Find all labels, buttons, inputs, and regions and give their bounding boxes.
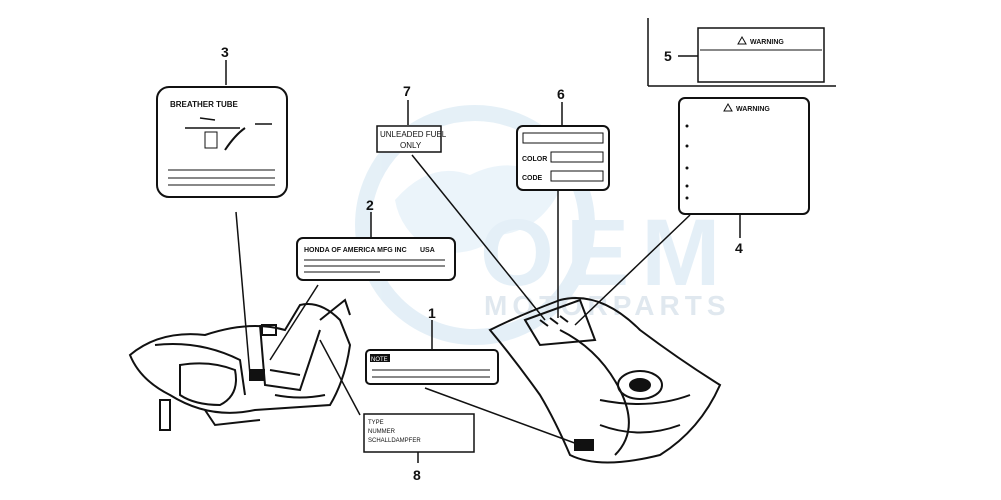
- callout-7: 7: [403, 83, 411, 99]
- nummer-text: NUMMER: [368, 429, 396, 435]
- label-1-tag: NOTE: [371, 357, 388, 363]
- fuel-tank-illustration: [488, 297, 722, 464]
- label-8: TYPE NUMMER SCHALLDAMPFER: [363, 413, 475, 453]
- callout-8: 8: [413, 467, 421, 483]
- watermark-globe-icon: [355, 105, 595, 345]
- frame-illustration: [128, 298, 352, 431]
- type-text: TYPE: [368, 420, 384, 426]
- schalldampfer-text: SCHALLDAMPFER: [368, 438, 421, 444]
- code-text: CODE: [522, 175, 543, 182]
- callout-3: 3: [221, 44, 229, 60]
- label-color-code: COLOR CODE: [516, 125, 610, 191]
- callout-numbers: 1 2 3 4 5 6 7 8: [221, 44, 743, 483]
- label-honda-america: HONDA OF AMERICA MFG INC USA: [296, 237, 456, 281]
- warning-triangle-icon-4: [723, 102, 733, 112]
- breather-tube-text: BREATHER TUBE: [170, 100, 239, 109]
- label-1: NOTE: [365, 349, 499, 385]
- warning-triangle-icon: [737, 35, 747, 45]
- label-warning-5: WARNING: [697, 27, 825, 83]
- callout-6: 6: [557, 86, 565, 102]
- callout-1: 1: [428, 305, 436, 321]
- leader-lines: [225, 18, 836, 463]
- callout-5: 5: [664, 48, 672, 64]
- warning-5-text: WARNING: [750, 39, 784, 46]
- label-unleaded-fuel: UNLEADED FUEL ONLY: [376, 125, 447, 153]
- label-breather-tube: BREATHER TUBE: [156, 86, 288, 198]
- unleaded-line1: UNLEADED FUEL: [380, 130, 447, 139]
- callout-2: 2: [366, 197, 374, 213]
- callout-4: 4: [735, 240, 743, 256]
- honda-america-text: HONDA OF AMERICA MFG INC: [304, 247, 407, 254]
- label-warning-4: WARNING: [678, 97, 810, 215]
- color-text: COLOR: [522, 156, 547, 163]
- warning-4-text: WARNING: [736, 106, 770, 113]
- unleaded-line2: ONLY: [400, 141, 422, 150]
- usa-text: USA: [420, 247, 435, 254]
